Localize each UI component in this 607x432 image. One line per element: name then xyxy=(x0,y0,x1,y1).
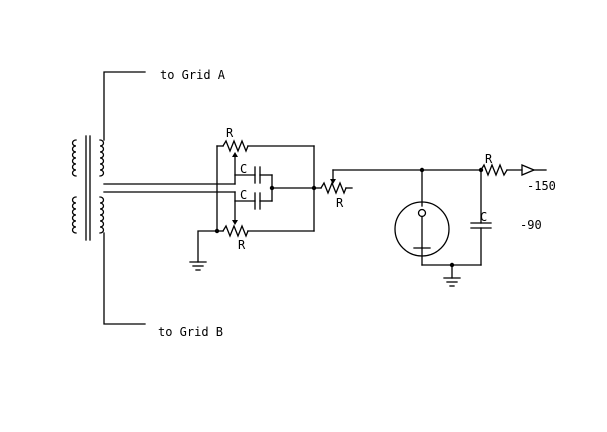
ground-icon xyxy=(443,277,461,287)
bridge-ground xyxy=(197,228,220,263)
grid-b-lead xyxy=(103,232,146,325)
wiper-arrow-icon xyxy=(232,220,238,225)
voltage-neg90-label: -90 xyxy=(520,218,542,232)
capacitor-bottom xyxy=(234,192,273,210)
resistor-right xyxy=(480,163,547,177)
transformer-to-bridge-wires xyxy=(103,183,236,193)
r-top-label: R xyxy=(226,126,234,140)
ground-icon xyxy=(189,261,207,271)
r-mid-label: R xyxy=(336,196,344,210)
grid-a-label: to Grid A xyxy=(160,68,226,82)
r-bottom-label: R xyxy=(238,238,246,252)
transformer xyxy=(71,135,105,241)
capacitor-right xyxy=(470,169,492,266)
r-right-label: R xyxy=(485,152,493,166)
transformer-core xyxy=(85,135,91,241)
secondary-winding xyxy=(99,139,105,234)
regulator-tube xyxy=(394,169,450,266)
primary-winding xyxy=(71,139,77,234)
capacitor-top xyxy=(234,166,273,184)
grid-b-label: to Grid B xyxy=(158,325,223,339)
capacitor-junction xyxy=(269,174,315,202)
grid-a-lead xyxy=(103,71,146,141)
wiper-arrow-icon xyxy=(232,152,238,157)
output-arrow-icon xyxy=(521,164,536,176)
potentiometer-bottom xyxy=(216,191,315,238)
voltage-neg150-label: -150 xyxy=(527,179,556,193)
wiper-arrow-icon xyxy=(330,179,336,184)
potentiometer-top xyxy=(216,139,315,185)
c-right-label: C xyxy=(480,210,487,224)
c-bottom-label: C xyxy=(240,188,247,202)
potentiometer-middle xyxy=(311,169,353,195)
c-top-label: C xyxy=(240,162,247,176)
regulator-return xyxy=(421,262,482,279)
bias-bus xyxy=(332,167,484,173)
